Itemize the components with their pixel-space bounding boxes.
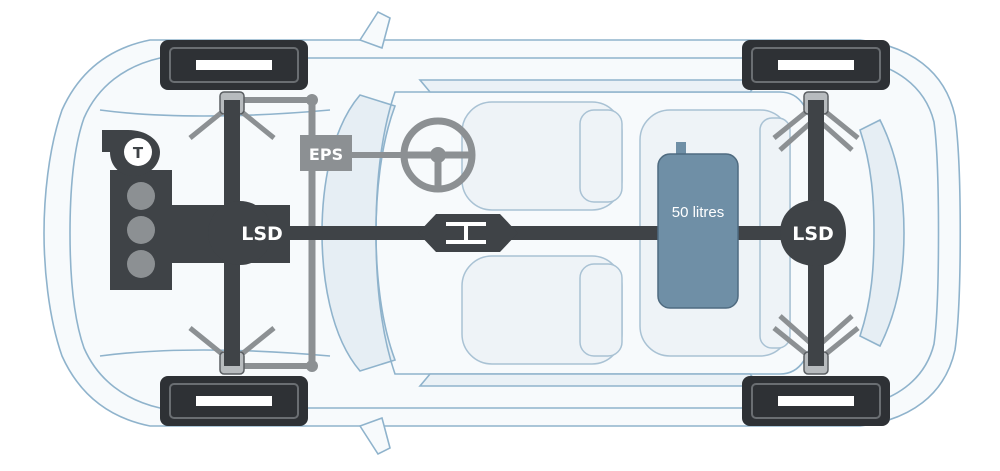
fuel-tank-label: 50 litres	[672, 204, 725, 221]
front-seat-right-back	[579, 263, 623, 357]
rear-lsd-label: LSD	[792, 223, 834, 245]
eps-label: EPS	[309, 145, 343, 164]
wheel-rear-left	[742, 40, 890, 90]
wheel-front-left	[160, 40, 308, 90]
front-lsd-label: LSD	[241, 223, 283, 245]
hood-line-bottom	[99, 349, 331, 357]
turbocharger-icon	[102, 130, 160, 176]
eps-box	[300, 135, 352, 171]
side-window-top	[418, 79, 762, 93]
side-window-bottom	[418, 373, 762, 387]
hood-line-top	[99, 109, 331, 117]
steering-wheel-icon	[400, 117, 476, 193]
wheel-front-right	[160, 376, 308, 426]
rear-glass	[859, 118, 905, 348]
mirror-left	[358, 10, 391, 50]
engine-block-icon	[110, 170, 172, 290]
mirror-right	[358, 416, 391, 456]
body-inner-line	[69, 57, 940, 409]
rear-diff	[780, 200, 846, 266]
front-seat-left-back	[579, 109, 623, 203]
front-diff	[208, 201, 272, 265]
turbo-label: T	[133, 144, 144, 162]
wheels	[160, 40, 890, 426]
wheel-rear-right	[742, 376, 890, 426]
fuel-tank	[657, 142, 739, 309]
